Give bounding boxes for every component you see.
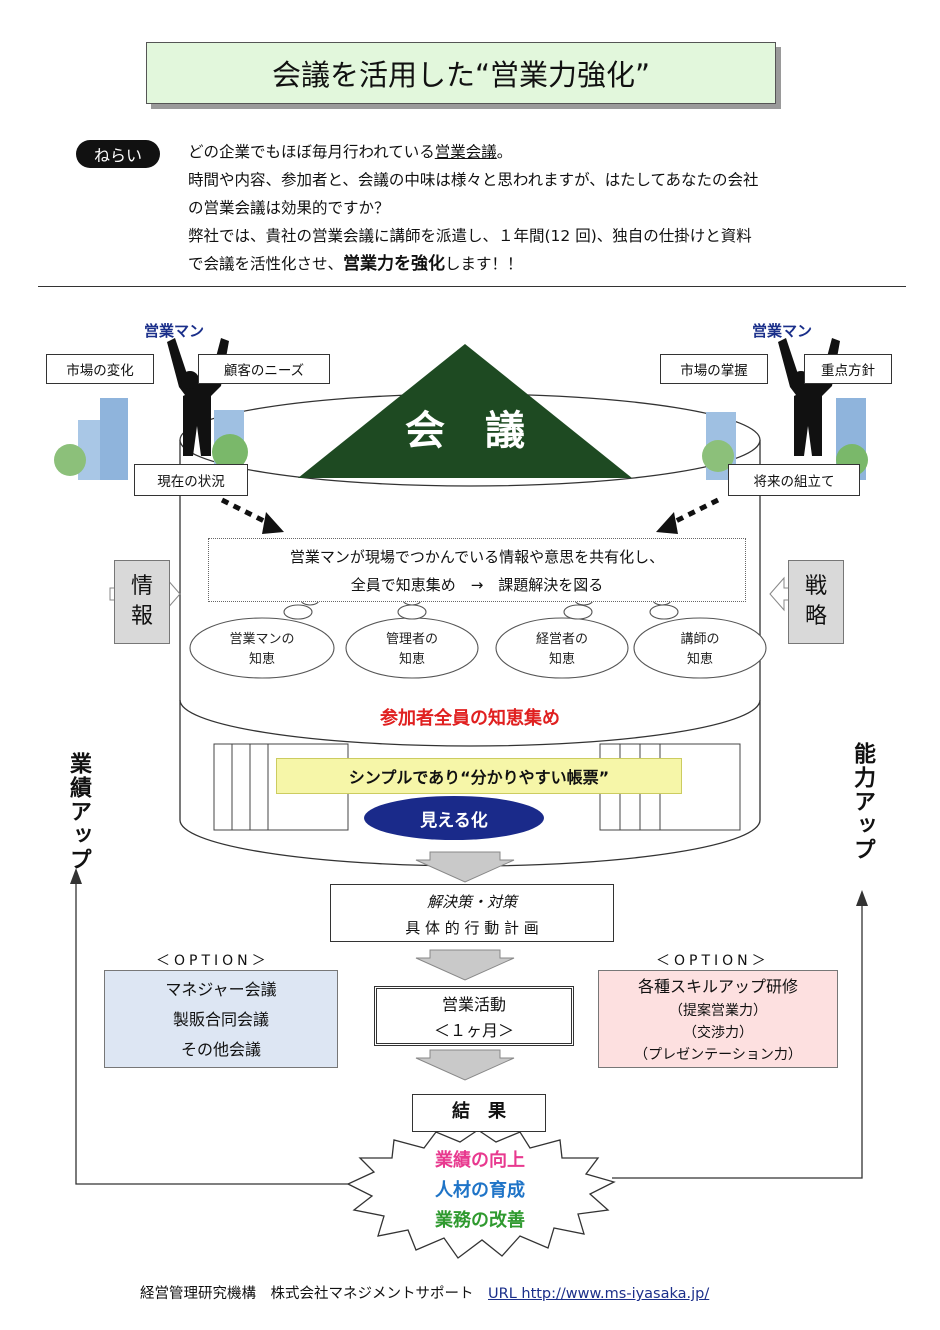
key-policy-box: 重点方針 (804, 354, 892, 384)
thought-executive-l2: 知恵 (548, 652, 575, 667)
future-plan-box: 将来の組立て (728, 464, 860, 496)
thought-manager: 管理者の知恵 (362, 630, 462, 670)
strategy-tag: 戦 略 (788, 560, 844, 644)
customer-needs-box: 顧客のニーズ (198, 354, 330, 384)
outcomes: 業績の向上 人材の育成 業務の改善 (400, 1146, 560, 1236)
thought-sales-l1: 営業マンの (229, 632, 295, 647)
sales-activity-line2: ＜１ヶ月＞ (433, 1021, 514, 1040)
thought-executive: 経営者の知恵 (512, 630, 612, 670)
left-person-label: 営業マン (144, 322, 205, 340)
thought-instructor: 講師の知恵 (650, 630, 750, 670)
page-title: 会議を活用した“営業力強化” (146, 42, 776, 104)
sales-activity-box: 営業活動 ＜１ヶ月＞ (374, 986, 574, 1046)
sharing-box: 営業マンが現場でつかんでいる情報や意思を共有化し、 全員で知恵集め → 課題解決… (208, 538, 746, 602)
aim-text: どの企業でもほぼ毎月行われている営業会議。 時間や内容、参加者と、会議の中味は様… (188, 138, 868, 278)
thought-sales-l2: 知恵 (248, 652, 275, 667)
info-tag: 情 報 (114, 560, 170, 644)
thought-manager-l1: 管理者の (385, 632, 438, 647)
strategy-tag-char1: 戦 (804, 574, 827, 599)
option-left-item1: マネジャー会議 (165, 980, 277, 999)
option-right-item4: （プレゼンテーション力） (634, 1047, 802, 1063)
sales-activity-line1: 営業活動 (441, 995, 506, 1014)
thought-instructor-l1: 講師の (680, 632, 720, 647)
aim-line4: 弊社では、貴社の営業会議に講師を派遣し、１年間(12 回)、独自の仕掛けと資料 (188, 227, 752, 245)
solution-line1: 解決策・対策 (426, 893, 517, 911)
thought-instructor-l2: 知恵 (686, 652, 713, 667)
market-grasp-box: 市場の掌握 (660, 354, 768, 384)
option-right-item3: （交渉力） (683, 1025, 753, 1041)
skill-up-label: 能力アップ (850, 742, 875, 862)
thought-sales: 営業マンの知恵 (212, 630, 312, 670)
option-right-item2: （提案営業力） (669, 1003, 767, 1019)
visualization-label: 見える化 (420, 811, 488, 831)
option-left-box: マネジャー会議 製販合同会議 その他会議 (104, 970, 338, 1068)
footer: 経営管理研究機構 株式会社マネジメントサポート URL http://www.m… (140, 1282, 709, 1303)
aim-line5-end: します！！ (445, 255, 523, 273)
aim-line3: の営業会議は効果的ですか？ (188, 199, 390, 217)
market-change-box: 市場の変化 (46, 354, 154, 384)
current-situation-box: 現在の状況 (134, 464, 248, 496)
option-right-box: 各種スキルアップ研修 （提案営業力） （交渉力） （プレゼンテーション力） (598, 970, 838, 1068)
thought-manager-l2: 知恵 (398, 652, 425, 667)
thought-executive-l1: 経営者の (535, 632, 588, 647)
strategy-tag-char2: 略 (804, 604, 827, 629)
gather-text: 参加者全員の知恵集め (380, 708, 560, 729)
aim-line5: で会議を活性化させ、 (188, 255, 344, 273)
option-left-item3: その他会議 (180, 1040, 261, 1059)
footer-url[interactable]: URL http://www.ms-iyasaka.jp/ (488, 1286, 710, 1302)
sharing-line1: 営業マンが現場でつかんでいる情報や意思を共有化し、 (289, 548, 665, 566)
aim-badge: ねらい (76, 140, 160, 168)
outcome-operations: 業務の改善 (435, 1210, 525, 1231)
sharing-line2: 全員で知恵集め → 課題解決を図る (350, 576, 604, 594)
divider (38, 286, 906, 287)
solution-line2: 具 体 的 行 動 計 画 (405, 919, 539, 937)
option-right-label: ＜OPTION＞ (656, 953, 770, 969)
aim-line2: 時間や内容、参加者と、会議の中味は様々と思われますが、はたしてあなたの会社 (188, 171, 759, 189)
footer-org: 経営管理研究機構 株式会社マネジメントサポート (140, 1286, 488, 1302)
outcome-talent: 人材の育成 (435, 1180, 525, 1201)
aim-bold: 営業力を強化 (343, 254, 446, 274)
info-tag-char1: 情 (130, 574, 153, 599)
aim-underlined: 営業会議 (434, 143, 497, 161)
performance-up-label: 業績アップ (66, 752, 91, 872)
solution-box: 解決策・対策 具 体 的 行 動 計 画 (330, 884, 614, 942)
option-left-label: ＜OPTION＞ (156, 953, 270, 969)
simple-forms-banner: シンプルであり“分かりやすい帳票” (276, 758, 682, 794)
info-tag-char2: 報 (130, 604, 153, 629)
option-right-item1: 各種スキルアップ研修 (637, 977, 798, 996)
right-person-label: 営業マン (752, 322, 813, 340)
meeting-label: 会 議 (405, 408, 525, 454)
result-box: 結 果 (412, 1094, 546, 1132)
aim-line1-end: 。 (496, 143, 513, 161)
aim-line1: どの企業でもほぼ毎月行われている (188, 143, 435, 161)
option-left-item2: 製販合同会議 (172, 1010, 269, 1029)
outcome-performance: 業績の向上 (435, 1150, 525, 1171)
